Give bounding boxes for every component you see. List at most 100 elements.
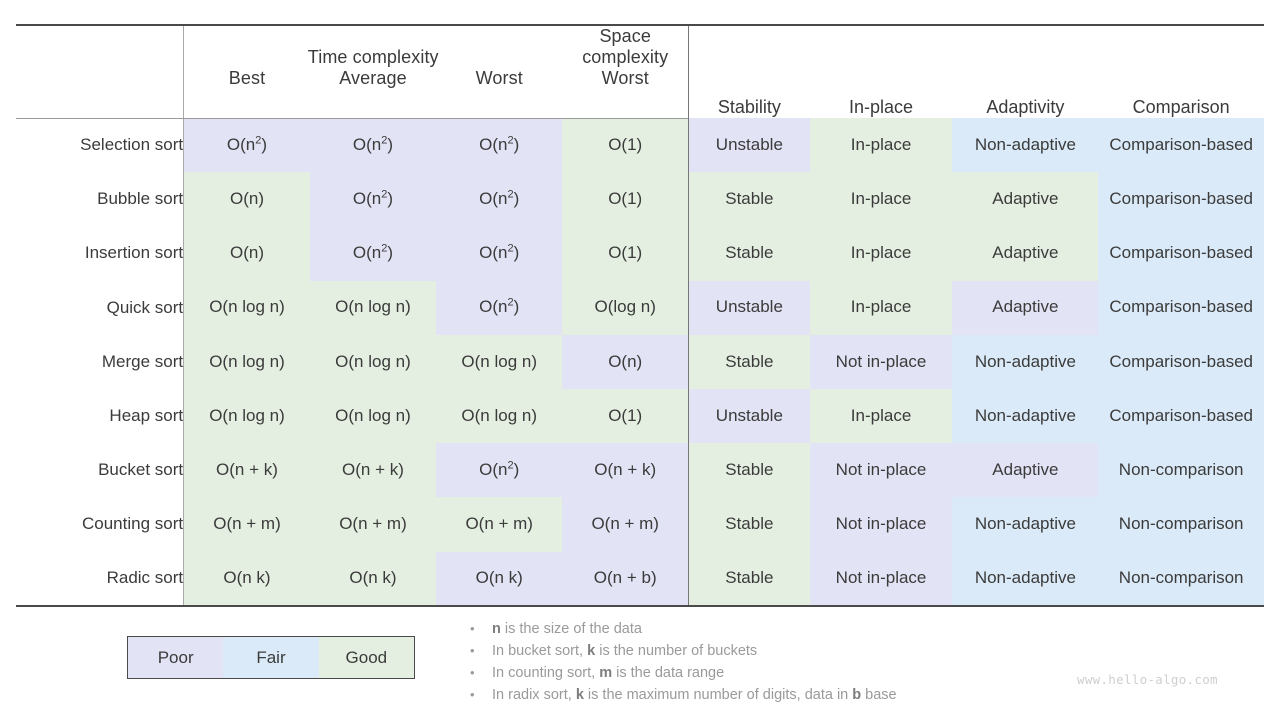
footnote-item: • In counting sort, m is the data range <box>470 662 897 684</box>
footnote-text: In counting sort, m is the data range <box>492 665 725 681</box>
algorithm-comparison-table: Time complexity Space complexity Stabili… <box>16 24 1264 607</box>
cell: O(n2) <box>183 118 310 173</box>
footnote-text: In radix sort, k is the maximum number o… <box>492 687 897 703</box>
cell: Non-comparison <box>1098 497 1264 552</box>
cell: O(1) <box>562 172 689 227</box>
header-stability: Stability <box>688 25 810 118</box>
footnote-item: •n is the size of the data <box>470 618 897 640</box>
cell: O(1) <box>562 118 689 173</box>
cell: Non-adaptive <box>952 551 1099 607</box>
cell: O(n2) <box>436 280 563 335</box>
cell: Stable <box>688 497 810 552</box>
sub-header-best: Best <box>183 68 310 119</box>
sub-header-worst-time: Worst <box>436 68 563 119</box>
cell: O(n log n) <box>309 334 437 389</box>
cell: Comparison-based <box>1098 172 1264 227</box>
group-header-time-complexity: Time complexity <box>183 25 563 68</box>
cell: O(n2) <box>309 118 437 173</box>
row-label-counting-sort: Counting sort <box>82 514 184 534</box>
cell: Stable <box>688 551 810 607</box>
row-label-selection-sort: Selection sort <box>80 135 184 155</box>
cell: In-place <box>809 388 953 444</box>
header-in-place-label: In-place <box>849 97 914 117</box>
cell: Non-comparison <box>1098 443 1264 498</box>
row-label-heap-sort: Heap sort <box>109 406 184 426</box>
sub-header-average: Average <box>309 68 437 119</box>
row-label-bubble-sort: Bubble sort <box>97 189 184 209</box>
cell: O(n + k) <box>183 443 310 498</box>
table-head: Time complexity Space complexity Stabili… <box>16 25 1264 119</box>
cell: O(n k) <box>436 551 563 607</box>
cell: O(n2) <box>309 172 437 227</box>
cell: Comparison-based <box>1098 118 1264 173</box>
cell: O(n) <box>562 334 689 389</box>
row-label-merge-sort: Merge sort <box>101 351 184 371</box>
sub-header-corner <box>16 68 184 119</box>
row-label-radic-sort: Radic sort <box>16 551 184 607</box>
cell: O(n2) <box>436 226 563 281</box>
footnote-list: •n is the size of the data•In bucket sor… <box>470 618 897 706</box>
cell: O(n log n) <box>183 280 310 335</box>
cell: In-place <box>809 172 953 227</box>
header-in-place: In-place <box>810 25 953 118</box>
cell: Not in-place <box>809 497 953 552</box>
header-comparison: Comparison <box>1098 25 1264 118</box>
cell: O(n) <box>183 172 310 227</box>
footnote-item: •In radix sort, k is the maximum number … <box>470 684 897 706</box>
cell: Stable <box>688 226 810 281</box>
cell: O(n + m) <box>309 497 437 552</box>
cell: O(n + m) <box>183 497 310 552</box>
cell: O(n + k) <box>562 443 689 498</box>
group-header-space-complexity: Space complexity <box>582 26 669 67</box>
cell: In-place <box>809 226 953 281</box>
header-comparison-label: Comparison <box>1132 97 1230 117</box>
watermark-url: www.hello-algo.com <box>1077 672 1218 687</box>
cell: O(n2) <box>436 443 563 498</box>
cell: O(n log n) <box>436 334 563 389</box>
cell: O(n log n) <box>436 388 563 444</box>
cell: Adaptive <box>952 172 1099 227</box>
bullet-icon: • <box>470 643 475 658</box>
cell: Unstable <box>688 388 810 444</box>
footnote-text: In bucket sort, k is the number of bucke… <box>492 643 758 659</box>
group-header-row: Time complexity Space complexity Stabili… <box>16 25 1264 118</box>
cell: Non-adaptive <box>952 334 1099 389</box>
bullet-icon: • <box>470 621 475 636</box>
cell: In-place <box>809 118 953 173</box>
cell: Adaptive <box>952 280 1099 335</box>
cell: O(log n) <box>562 280 689 335</box>
cell: In-place <box>809 280 953 335</box>
cell: O(n2) <box>309 226 437 281</box>
cell: O(1) <box>562 388 689 444</box>
cell: Adaptive <box>952 226 1099 281</box>
cell: O(n log n) <box>309 280 437 335</box>
cell: O(n log n) <box>309 388 437 444</box>
cell: Stable <box>688 172 810 227</box>
cell: Non-adaptive <box>952 497 1099 552</box>
sub-header-worst-space: Worst <box>562 68 689 119</box>
cell: O(n log n) <box>183 334 310 389</box>
cell: O(n + m) <box>436 497 563 552</box>
cell: O(1) <box>562 226 689 281</box>
cell: O(n) <box>183 226 310 281</box>
cell: O(n log n) <box>183 388 310 444</box>
sub-header-row: Best Average Worst Worst <box>16 68 1264 119</box>
cell: Non-comparison <box>1098 551 1264 607</box>
cell: Non-adaptive <box>952 388 1099 444</box>
row-label-quick-sort: Quick sort <box>106 297 184 317</box>
bullet-icon: • <box>470 665 475 680</box>
row-label-bucket-sort: Bucket sort <box>98 460 184 480</box>
cell: Not in-place <box>809 334 953 389</box>
cell: Not in-place <box>809 551 953 607</box>
header-adaptivity: Adaptivity <box>952 25 1098 118</box>
cell: O(n + b) <box>562 551 689 607</box>
